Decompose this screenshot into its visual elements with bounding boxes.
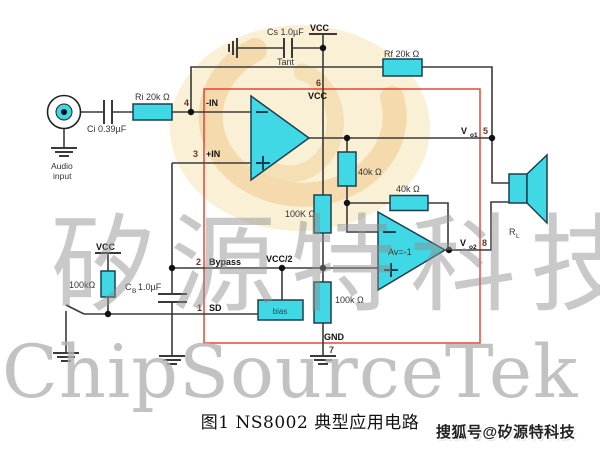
vcc2-label: VCC/2: [266, 254, 293, 264]
junction-dots: [104, 44, 496, 318]
rpull-value-label: 100kΩ: [69, 280, 96, 290]
ground-gnd-pin: [310, 355, 336, 365]
bias-label: bias: [273, 307, 288, 316]
vcc-left-label: VCC: [96, 242, 116, 252]
resistor-100k-lower: [313, 281, 332, 324]
r40v-value-label: 40k Ω: [358, 167, 382, 177]
pin3-number: 3: [193, 149, 198, 159]
capacitor-ci: [103, 100, 113, 124]
opamp1-triangle: [250, 94, 311, 182]
rl-label: R: [509, 227, 516, 237]
pin8-number: 8: [482, 238, 487, 248]
pin7-number: 7: [329, 345, 334, 355]
pin7-label: GND: [324, 332, 345, 342]
vo1-label: V: [461, 126, 467, 136]
pin6-label: VCC: [308, 91, 328, 101]
capacitor-cb: [158, 293, 187, 303]
audio-input-connector: [46, 94, 82, 130]
pin4-number: 4: [184, 98, 189, 108]
cb-subscript: B: [132, 288, 136, 295]
cs-type-label: Tant: [277, 57, 295, 67]
opamp2-gain-label: Av=-1: [388, 247, 412, 257]
opamp1-input-signs: [256, 111, 270, 170]
chip-boundary-box: [203, 88, 481, 344]
pin4-label: -IN: [206, 98, 218, 108]
r100-lower-value-label: 100k Ω: [335, 295, 364, 305]
sohu-account-badge: 搜狐号@矽源特科技: [436, 424, 576, 441]
cb-label: C: [125, 282, 132, 292]
bias-block: [257, 299, 304, 321]
resistor-100k-upper: [313, 194, 332, 234]
r40h-value-label: 40k Ω: [396, 184, 420, 194]
pin2-label: Bypass: [209, 257, 241, 267]
pin1-label: SD: [209, 303, 222, 313]
vo2-subscript: o2: [469, 244, 477, 251]
pin6-number: 6: [316, 78, 321, 88]
cb-value-label: 1.0µF: [138, 282, 162, 292]
swirl-outer-arc: [198, 38, 407, 207]
resistor-rf: [382, 58, 423, 77]
vcc-top-label: VCC: [310, 23, 330, 33]
vo1-subscript: o1: [470, 132, 478, 139]
ground-cb: [159, 355, 185, 365]
resistor-40k-vertical: [337, 151, 357, 187]
resistor-ri: [132, 103, 173, 121]
pin1-number: 1: [197, 303, 202, 313]
ground-audio-input: [51, 147, 77, 157]
resistor-40k-horizontal: [389, 194, 429, 212]
opamp2-input-signs: [383, 231, 398, 277]
ground-switch: [53, 352, 79, 362]
pin2-number: 2: [196, 257, 201, 267]
pin3-label: +IN: [206, 149, 220, 159]
vo2-label: V: [460, 238, 466, 248]
ri-value-label: Ri 20k Ω: [135, 92, 170, 102]
figure-caption: 图1 NS8002 典型应用电路: [200, 413, 420, 433]
audio-input-label-1: Audio: [51, 161, 73, 171]
r100-upper-value-label: 100K Ω: [285, 209, 316, 219]
cs-value-label: Cs 1.0µF: [267, 27, 304, 37]
rf-value-label: Rf 20k Ω: [384, 49, 420, 59]
ci-value-label: Ci 0.39µF: [87, 124, 127, 134]
ground-cs: [228, 38, 238, 58]
pin5-number: 5: [483, 126, 488, 136]
speaker: [508, 153, 548, 225]
audio-input-label-2: input: [53, 171, 72, 181]
rl-subscript: L: [516, 233, 520, 240]
swirl-inner-arc: [251, 63, 344, 183]
resistor-100k-pullup: [100, 270, 116, 298]
wires: [63, 33, 509, 356]
capacitor-cs: [283, 38, 293, 58]
